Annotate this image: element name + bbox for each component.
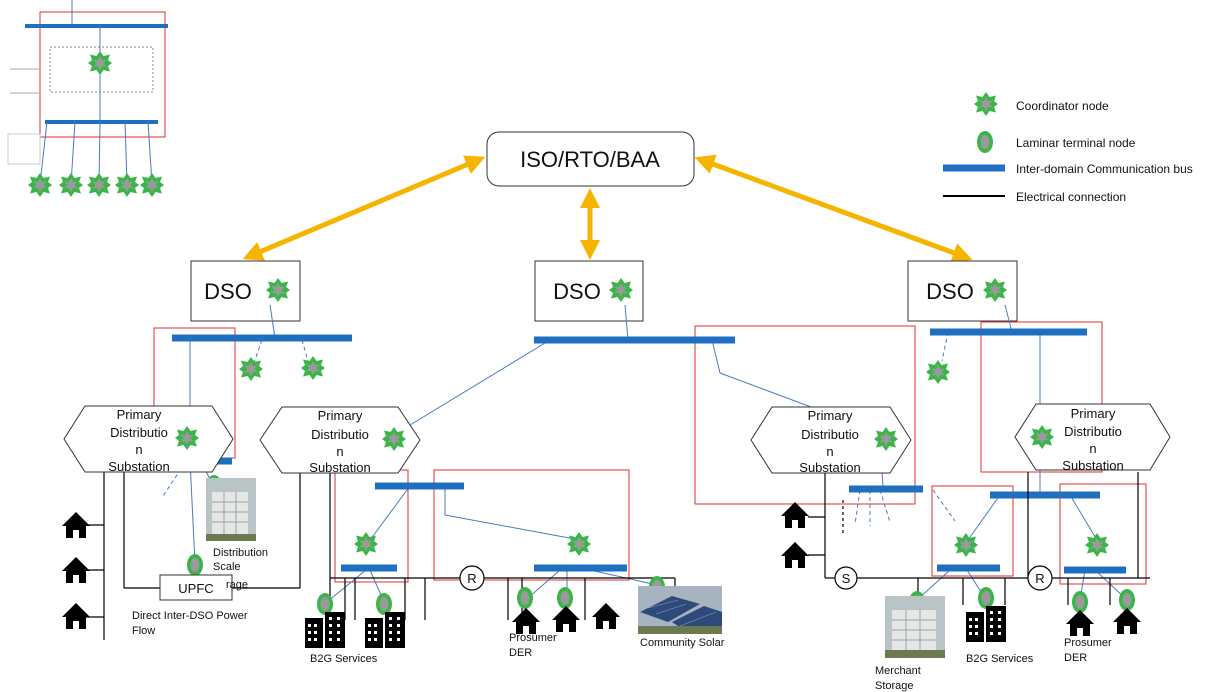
dso-center-label: DSO bbox=[553, 279, 601, 304]
switch-r-left: R bbox=[459, 565, 485, 591]
substation-3: Primary Distributio n Substation bbox=[750, 406, 912, 475]
svg-text:Substation: Substation bbox=[108, 459, 169, 474]
substation-2: Primary Distributio n Substation bbox=[259, 406, 421, 475]
merchant-storage-image bbox=[885, 596, 945, 658]
dso-center: DSO bbox=[534, 260, 644, 322]
legend-laminar-icon bbox=[977, 131, 993, 153]
svg-text:S: S bbox=[842, 571, 851, 586]
office-building-icon bbox=[966, 606, 1006, 642]
svg-text:R: R bbox=[1035, 571, 1044, 586]
arrow-iso-dso-left bbox=[242, 155, 486, 261]
svg-text:DER: DER bbox=[509, 647, 532, 659]
dso-right-label: DSO bbox=[926, 279, 974, 304]
iso-label: ISO/RTO/BAA bbox=[520, 147, 660, 172]
switch-r-right: R bbox=[1027, 565, 1053, 591]
svg-text:n: n bbox=[135, 442, 142, 457]
inset-diagram bbox=[7, 0, 168, 197]
svg-text:Substation: Substation bbox=[1062, 458, 1123, 473]
svg-text:Merchant: Merchant bbox=[875, 665, 921, 677]
legend-coordinator-label: Coordinator node bbox=[1016, 99, 1109, 113]
svg-text:Primary: Primary bbox=[1071, 406, 1116, 421]
dso-left: DSO bbox=[190, 260, 301, 322]
upfc-label: UPFC bbox=[178, 581, 213, 596]
office-building-icon bbox=[305, 612, 345, 648]
arrow-iso-dso-right bbox=[694, 154, 973, 263]
svg-text:Direct Inter-DSO Power: Direct Inter-DSO Power bbox=[132, 610, 248, 622]
upfc-device: UPFC bbox=[159, 574, 233, 601]
community-solar-image bbox=[638, 586, 722, 634]
house-icon bbox=[781, 542, 809, 568]
substation-4: Primary Distributio n Substation bbox=[1014, 403, 1171, 473]
dso-left-label: DSO bbox=[204, 279, 252, 304]
office-building-icon bbox=[365, 612, 405, 648]
house-icon bbox=[62, 512, 90, 538]
legend: Coordinator node Laminar terminal node I… bbox=[943, 92, 1193, 204]
house-icon bbox=[62, 603, 90, 629]
electrical-lines bbox=[82, 472, 1150, 640]
svg-text:Distributio: Distributio bbox=[311, 427, 369, 442]
svg-text:n: n bbox=[336, 444, 343, 459]
house-icon bbox=[62, 557, 90, 583]
house-icon bbox=[552, 606, 580, 632]
svg-text:DER: DER bbox=[1064, 652, 1087, 664]
svg-text:B2G Services: B2G Services bbox=[966, 653, 1034, 665]
svg-text:Distributio: Distributio bbox=[110, 425, 168, 440]
svg-text:Primary: Primary bbox=[808, 408, 853, 423]
house-icon bbox=[512, 608, 540, 634]
svg-text:Substation: Substation bbox=[309, 460, 370, 475]
house-icon bbox=[781, 502, 809, 528]
svg-text:Distribution: Distribution bbox=[213, 547, 268, 559]
svg-text:Prosumer: Prosumer bbox=[1064, 637, 1112, 649]
svg-text:Scale: Scale bbox=[213, 561, 241, 573]
svg-text:R: R bbox=[467, 571, 476, 586]
legend-coordinator-icon bbox=[974, 92, 998, 116]
house-icon bbox=[592, 603, 620, 629]
svg-text:Storage: Storage bbox=[875, 680, 914, 692]
svg-text:Flow: Flow bbox=[132, 625, 155, 637]
svg-text:Community Solar: Community Solar bbox=[640, 637, 725, 649]
switch-s: S bbox=[834, 566, 858, 590]
svg-text:Prosumer: Prosumer bbox=[509, 632, 557, 644]
control-arrows bbox=[242, 154, 973, 263]
svg-text:Distributio: Distributio bbox=[1064, 424, 1122, 439]
substation-1: Primary Distributio n Substation bbox=[63, 405, 234, 474]
legend-bus-label: Inter-domain Communication bus bbox=[1016, 162, 1193, 176]
asset-labels: Direct Inter-DSO Power Flow Distribution… bbox=[132, 547, 1112, 692]
distribution-storage-image bbox=[206, 478, 256, 541]
house-icon bbox=[1113, 608, 1141, 634]
dso-right: DSO bbox=[907, 260, 1018, 322]
svg-text:n: n bbox=[1089, 441, 1096, 456]
iso-node: ISO/RTO/BAA bbox=[486, 131, 695, 187]
highlight-regions bbox=[153, 321, 1147, 585]
svg-text:n: n bbox=[826, 444, 833, 459]
svg-text:B2G Services: B2G Services bbox=[310, 653, 378, 665]
legend-laminar-label: Laminar terminal node bbox=[1016, 136, 1136, 150]
house-icon bbox=[1066, 610, 1094, 636]
svg-text:Distributio: Distributio bbox=[801, 427, 859, 442]
svg-text:Primary: Primary bbox=[318, 408, 363, 423]
svg-text:Substation: Substation bbox=[799, 460, 860, 475]
svg-text:Primary: Primary bbox=[117, 407, 162, 422]
legend-electrical-label: Electrical connection bbox=[1016, 190, 1126, 204]
svg-text:rage: rage bbox=[226, 579, 248, 591]
